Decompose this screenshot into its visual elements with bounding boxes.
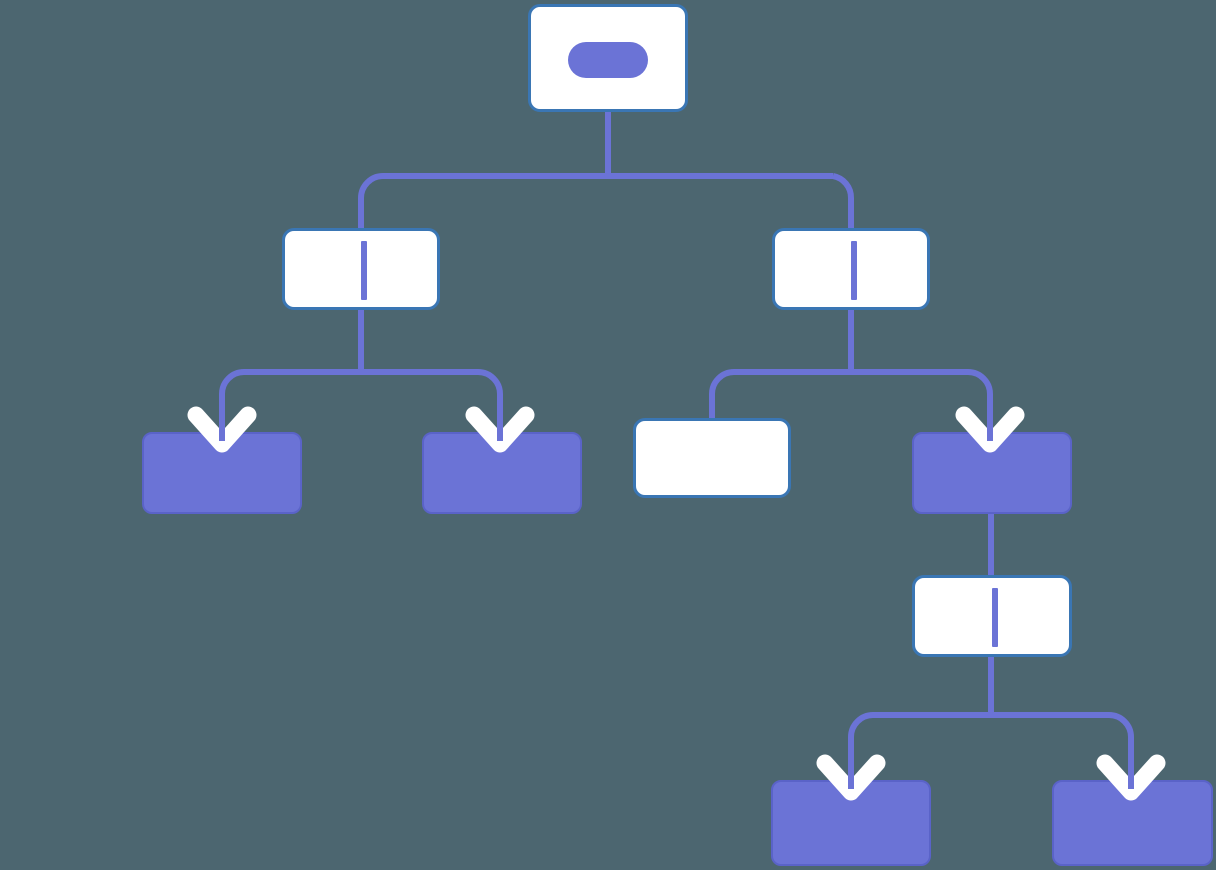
node-inner-connector-line (361, 241, 367, 300)
node-right-branch[interactable] (772, 228, 930, 310)
node-left-branch[interactable] (282, 228, 440, 310)
node-leaf-1[interactable] (142, 432, 302, 514)
node-root[interactable] (528, 4, 688, 112)
node-leaf-2[interactable] (422, 432, 582, 514)
node-leaf-4[interactable] (771, 780, 931, 866)
root-pill-shape (568, 42, 648, 78)
node-terminal-white[interactable] (633, 418, 791, 498)
node-sub-branch[interactable] (912, 575, 1072, 657)
node-inner-connector-line (851, 241, 857, 300)
node-leaf-3[interactable] (912, 432, 1072, 514)
node-inner-connector-line (992, 588, 998, 647)
node-leaf-5[interactable] (1052, 780, 1213, 866)
